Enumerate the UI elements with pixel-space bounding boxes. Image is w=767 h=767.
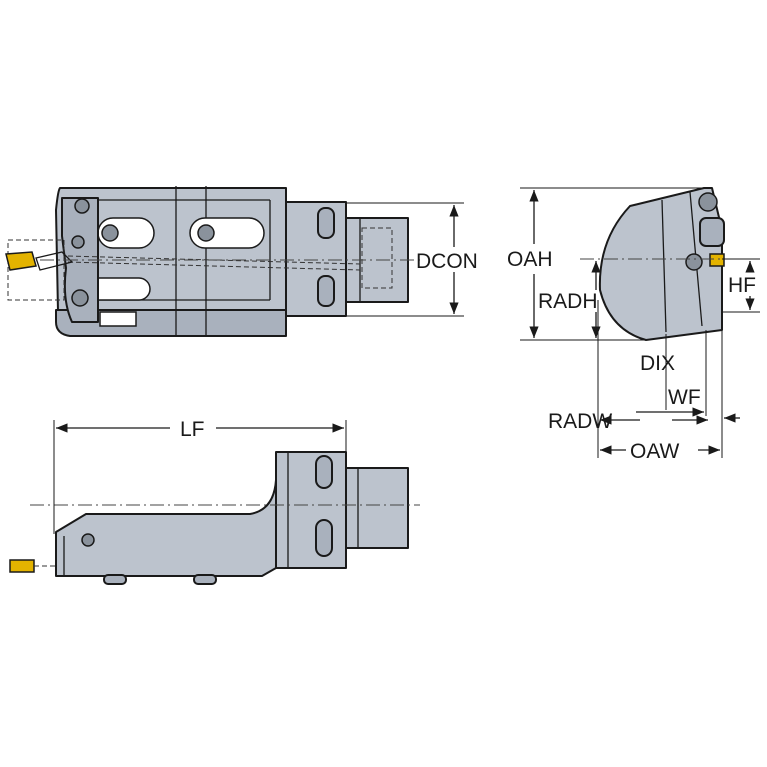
oaw-label: OAW: [630, 440, 680, 463]
radw-label: RADW: [548, 410, 612, 433]
end-view: OAH RADH HF DIX WF RADW OAW: [507, 187, 760, 463]
cutting-insert-top: [5, 251, 37, 271]
side-foot-left: [103, 574, 127, 585]
radh-label: RADH: [538, 290, 598, 313]
flange-slot-bottom: [317, 275, 335, 307]
side-foot-right: [193, 574, 217, 585]
coupling-flange: [285, 201, 347, 317]
side-screw: [81, 533, 95, 547]
top-view: DCON: [5, 186, 478, 337]
screw-right: [197, 224, 215, 242]
label-plate: [99, 311, 137, 327]
end-view-body: [598, 187, 723, 341]
side-flange: [275, 451, 347, 569]
cutting-insert-end: [709, 253, 725, 267]
end-screw-mid: [685, 253, 703, 271]
flange-slot-top: [317, 207, 335, 239]
side-slot-top: [315, 455, 333, 489]
screw-left: [101, 224, 119, 242]
side-shank: [345, 467, 409, 549]
head-screw-mid: [71, 235, 85, 249]
wf-label: WF: [668, 386, 701, 409]
dix-label: DIX: [640, 352, 675, 375]
head-screw-top: [74, 198, 90, 214]
dcon-label: DCON: [416, 250, 478, 273]
oah-label: OAH: [507, 248, 553, 271]
tool-head: [61, 197, 99, 323]
hf-label: HF: [728, 274, 756, 297]
side-slot-bottom: [315, 519, 333, 557]
cutting-insert-side: [9, 559, 35, 573]
head-screw-bottom: [71, 289, 89, 307]
side-view: LF: [9, 418, 420, 585]
end-screw-top: [698, 192, 718, 212]
end-clamp: [699, 217, 725, 247]
lf-label: LF: [180, 418, 205, 441]
side-body: [55, 479, 277, 577]
